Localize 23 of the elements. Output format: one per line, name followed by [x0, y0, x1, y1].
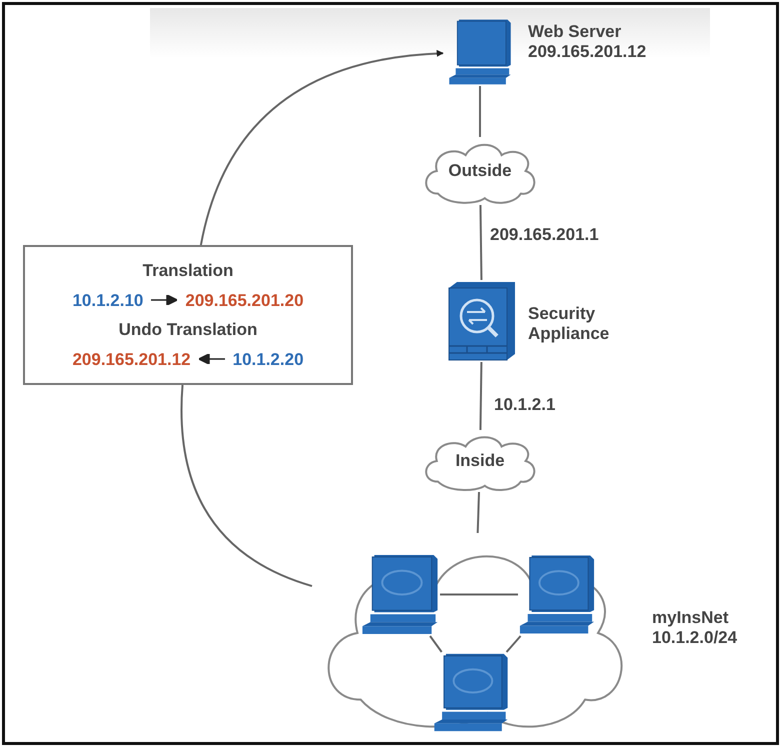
cloud-label: Inside [455, 450, 505, 472]
ip-address: 10.1.2.10 [72, 290, 144, 312]
arrow [200, 50, 444, 246]
connector-line [479, 86, 481, 137]
node-caption: Web Server [528, 22, 622, 42]
connector-line [479, 362, 482, 430]
node-caption: Security Appliance [528, 304, 610, 345]
node-caption: myInsNet [652, 608, 730, 628]
connector-line [506, 635, 522, 653]
connector-line [479, 204, 482, 280]
connector-line [476, 492, 480, 534]
connector-line [440, 594, 518, 596]
ip-address: 10.1.2.20 [232, 348, 304, 370]
translation-box [23, 245, 353, 385]
cloud-label: Outside [448, 160, 512, 182]
node-caption: 10.1.2.0/24 [652, 628, 738, 649]
connector-line [180, 384, 312, 587]
heading: Undo Translation [118, 319, 258, 341]
node-caption: 209.165.201.12 [528, 42, 646, 63]
connector-line [429, 635, 442, 653]
ip-address: 209.165.201.20 [185, 290, 304, 312]
ip-address: 209.165.201.12 [72, 348, 191, 370]
heading: Translation [142, 260, 234, 282]
